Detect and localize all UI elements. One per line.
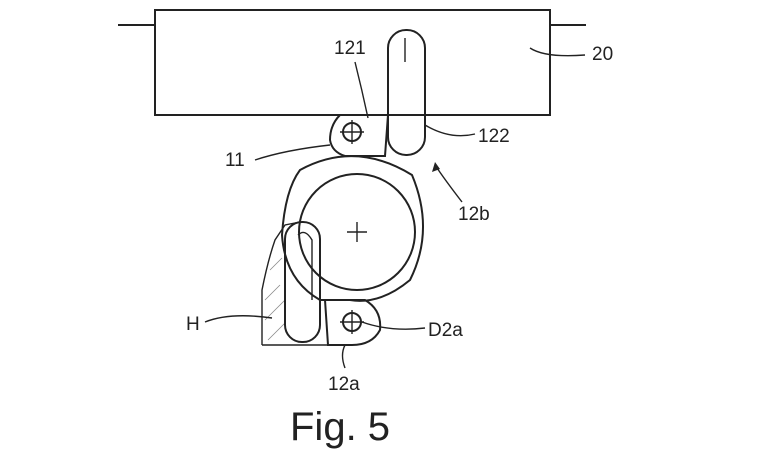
leader-lines <box>204 47 586 369</box>
housing-20 <box>118 9 586 116</box>
label-12b: 12b <box>458 204 490 225</box>
link-11 <box>328 114 390 157</box>
label-H: H <box>186 314 200 335</box>
label-20: 20 <box>592 44 613 65</box>
label-11: 11 <box>225 150 245 171</box>
slot-122 <box>387 29 426 156</box>
pivot-D2a <box>340 310 364 334</box>
link-12a <box>323 299 382 346</box>
figure-caption: Fig. 5 <box>290 405 390 449</box>
label-12a: 12a <box>328 374 360 395</box>
ring <box>280 155 424 302</box>
pin-121 <box>340 120 364 144</box>
label-122: 122 <box>478 126 510 147</box>
hand-H <box>261 221 330 346</box>
label-121: 121 <box>334 38 366 59</box>
label-D2a: D2a <box>428 320 463 341</box>
